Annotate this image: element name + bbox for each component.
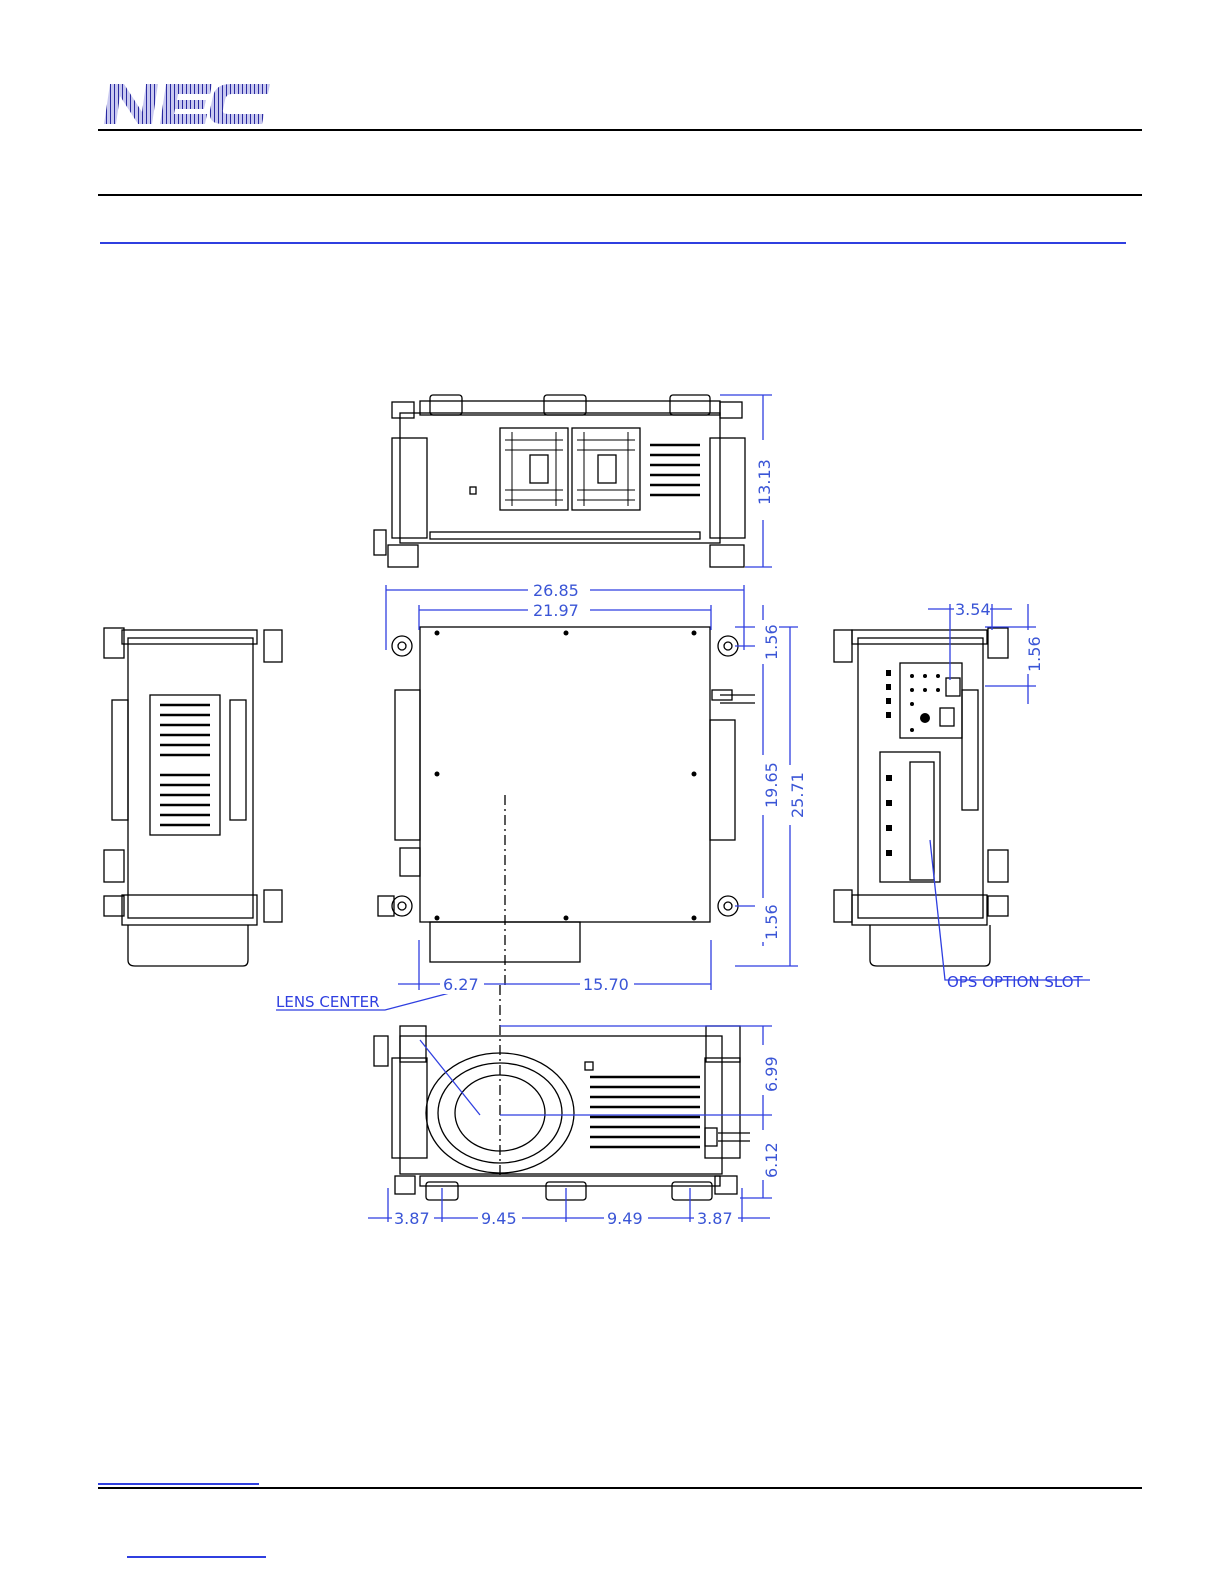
- dim-front-lower: 6.12: [762, 1142, 781, 1178]
- top-view-vent: [650, 445, 700, 495]
- dim-foot-spacing-2: 9.45: [481, 1209, 517, 1228]
- dim-depth-overall: 25.71: [788, 772, 807, 818]
- right-side-controls: [886, 670, 940, 856]
- ops-option-slot-label: OPS OPTION SLOT: [947, 973, 1084, 991]
- left-side-view: [104, 628, 282, 966]
- dim-foot-spacing-4: 3.87: [697, 1209, 733, 1228]
- dim-foot-spacing-1: 3.87: [394, 1209, 430, 1228]
- right-side-view: [834, 628, 1008, 966]
- dim-overall-width: 26.85: [533, 581, 579, 600]
- dimension-labels: 13.13 26.85 21.97 1.56 19.65 25.71 1.56 …: [276, 440, 1084, 1228]
- dim-side-offset-y: 1.56: [1025, 636, 1044, 672]
- dim-foot-spacing-3: 9.49: [607, 1209, 643, 1228]
- dim-front-upper: 6.99: [762, 1056, 781, 1092]
- left-side-vent: [160, 705, 210, 825]
- lens-center-label: LENS CENTER: [276, 993, 380, 1011]
- plan-view-screws: [435, 631, 697, 921]
- plan-view: [378, 627, 755, 962]
- dim-side-offset-x: 3.54: [955, 600, 991, 619]
- dim-foot-offset-top: 1.56: [762, 624, 781, 660]
- dim-top-height: 13.13: [755, 459, 774, 505]
- dim-lens-right: 15.70: [583, 975, 629, 994]
- dim-lens-left: 6.27: [443, 975, 479, 994]
- front-view-vent: [590, 1077, 700, 1147]
- dim-body-width: 21.97: [533, 601, 579, 620]
- top-view: [374, 395, 745, 567]
- dim-depth-body: 19.65: [762, 762, 781, 808]
- dim-foot-offset-bottom: 1.56: [762, 904, 781, 940]
